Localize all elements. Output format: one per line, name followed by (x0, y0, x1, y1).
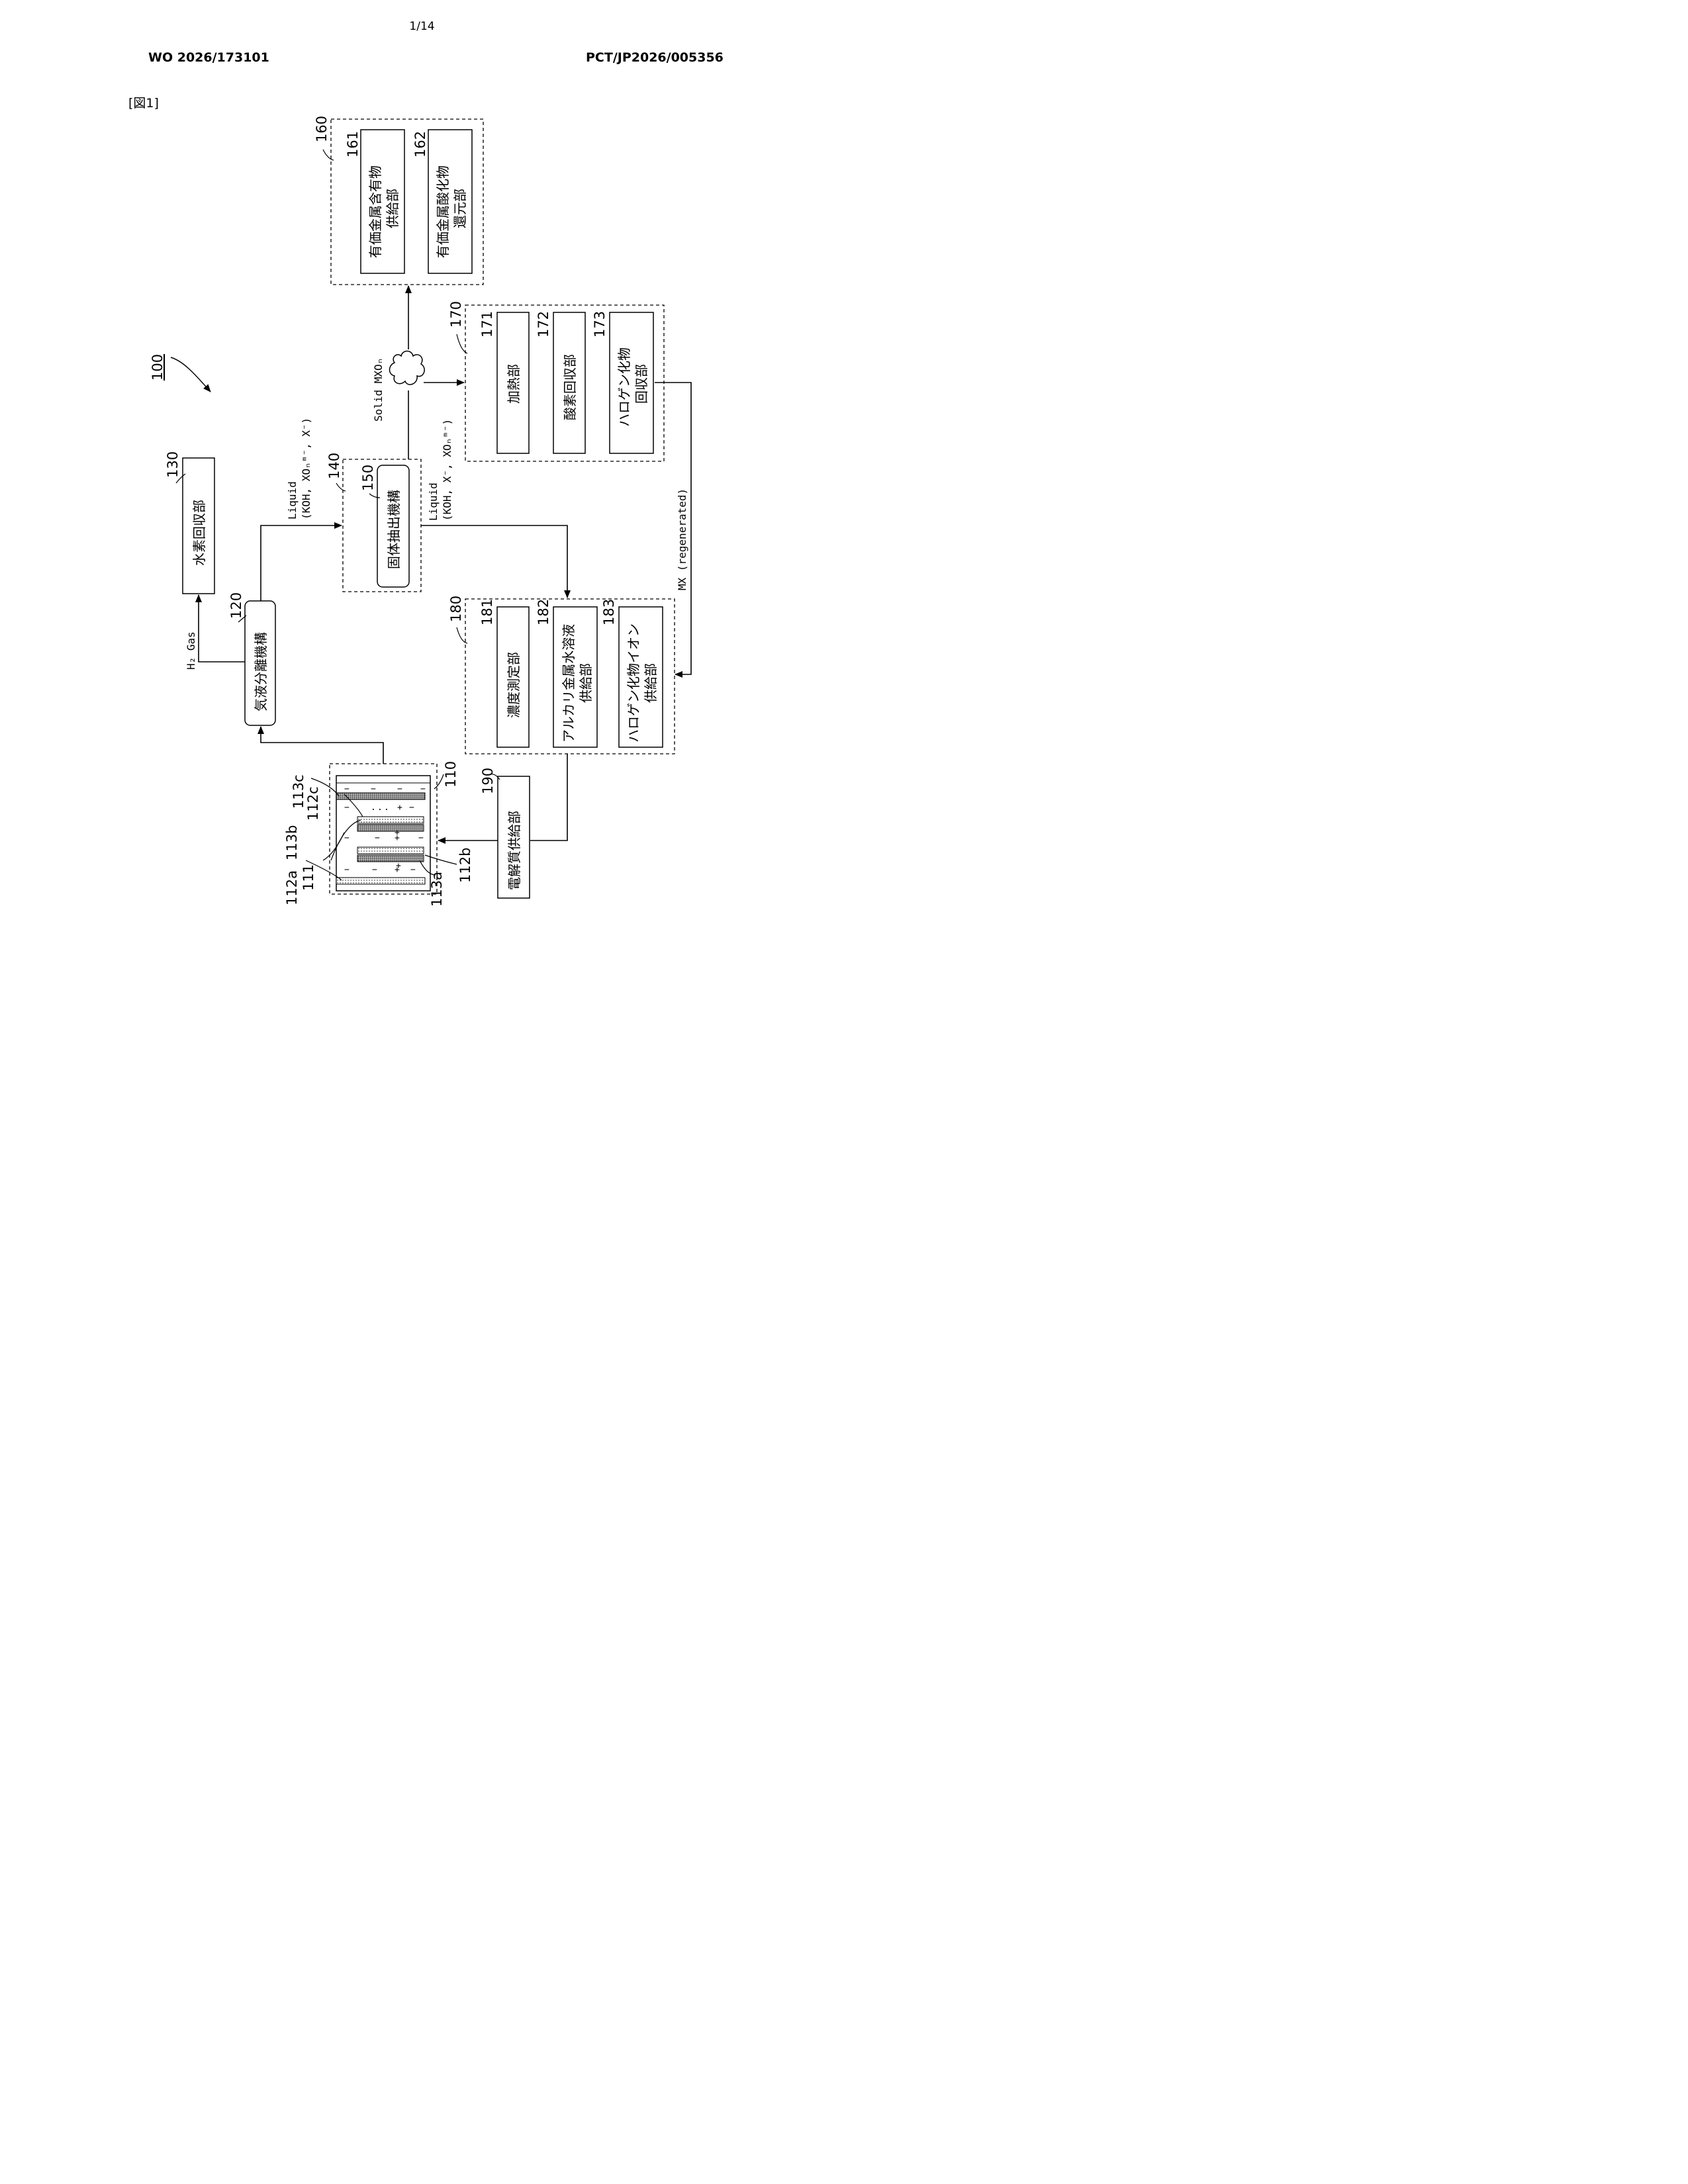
label-161-line2: 供給部 (385, 189, 400, 228)
svg-text:−: − (344, 865, 350, 875)
label-171: 加熱部 (506, 364, 522, 404)
label-162-line1: 有価金属酸化物 (435, 165, 451, 258)
ref-112c: 112c (305, 786, 321, 821)
ref-160: 160 (314, 116, 330, 142)
ref-162: 162 (412, 131, 428, 158)
label-183-line1: ハロゲン化物イオン (626, 623, 641, 743)
label-solid: Solid MXOₙ (372, 358, 385, 422)
label-150: 固体抽出機構 (386, 490, 402, 569)
svg-text:+: + (396, 861, 401, 871)
ref-110: 110 (443, 761, 459, 788)
flow-180-to-190 (530, 754, 567, 841)
ref-140-leader (336, 483, 346, 491)
label-162-line2: 還元部 (452, 189, 468, 228)
ref-180: 180 (448, 596, 464, 622)
gas-liquid-separator-120: 気液分離機構 120 (228, 592, 275, 725)
svg-text:+: + (395, 828, 400, 838)
svg-text:−: − (344, 833, 350, 843)
ref-112b: 112b (457, 848, 473, 883)
ref-150: 150 (360, 465, 376, 491)
ref-113b: 113b (284, 825, 300, 860)
svg-text:−: − (409, 803, 414, 813)
svg-text:+: + (397, 803, 402, 813)
ref-173: 173 (592, 311, 608, 338)
ref-183: 183 (601, 599, 617, 625)
label-130: 水素回収部 (191, 500, 207, 566)
label-173-line2: 回収部 (633, 364, 649, 404)
label-120: 気液分離機構 (253, 632, 269, 711)
electrode-112a (336, 878, 425, 884)
valuable-metal-group-160: 有価金属含有物 供給部 有価金属酸化物 還元部 160 161 162 (314, 116, 483, 285)
svg-text:−: − (344, 803, 350, 813)
svg-text:−: − (418, 833, 424, 843)
ref-170: 170 (448, 301, 464, 328)
supply-group-180: 濃度測定部 アルカリ金属水溶液 供給部 ハロゲン化物イオン 供給部 180 18… (448, 596, 675, 754)
label-182-line2: 供給部 (578, 663, 594, 703)
ref-160-leader (323, 150, 334, 160)
solid-product-cloud (390, 351, 425, 385)
svg-text:.: . (377, 803, 383, 813)
svg-text:−: − (410, 865, 416, 875)
label-190: 電解質供給部 (506, 811, 522, 890)
ref-140: 140 (326, 453, 342, 479)
system-100-label: 100 (150, 354, 211, 392)
electrode-113c (336, 793, 425, 799)
ref-171: 171 (479, 311, 495, 338)
label-liquid-top-species: (KOH, XOₙᵐ⁻, X⁻) (300, 418, 312, 520)
ref-113c: 113c (291, 774, 306, 809)
flow-liquid-top (261, 525, 342, 601)
system-diagram: 100 −−−− −...+− −−+− −−+− ++ (0, 0, 844, 1092)
system-ref: 100 (150, 354, 165, 381)
svg-text:−: − (397, 784, 402, 794)
flow-liquid-bottom (421, 525, 567, 598)
label-h2-gas: H₂ Gas (185, 631, 197, 670)
electrode-112b (357, 847, 424, 854)
ref-111: 111 (301, 864, 316, 891)
solid-extraction-140: 固体抽出機構 140 150 (326, 453, 421, 592)
label-liquid-top: Liquid (286, 481, 299, 520)
electrode-113b (357, 825, 424, 831)
recovery-group-170: 加熱部 酸素回収部 ハロゲン化物 回収部 170 171 172 173 (448, 301, 664, 461)
ref-130: 130 (165, 451, 181, 478)
ref-112a: 112a (284, 870, 300, 905)
electrode-113a (357, 855, 424, 862)
svg-text:−: − (420, 784, 426, 794)
label-172: 酸素回収部 (562, 354, 578, 420)
electrolysis-cell-110: −−−− −...+− −−+− −−+− ++ 113c 112c 113b … (284, 761, 473, 907)
label-mx-regenerated: MX (regenerated) (676, 488, 688, 590)
label-183-line2: 供給部 (643, 663, 659, 703)
svg-text:−: − (371, 784, 376, 794)
electrolyte-supply-190: 電解質供給部 190 (480, 768, 530, 898)
label-173-line1: ハロゲン化物 (616, 347, 632, 427)
label-161-line1: 有価金属含有物 (367, 165, 383, 258)
electrode-112c (357, 817, 424, 823)
ref-190: 190 (480, 768, 496, 794)
ref-113a: 113a (429, 872, 445, 907)
svg-text:.: . (371, 803, 376, 813)
svg-text:−: − (372, 865, 377, 875)
ref-110-leader (434, 774, 444, 789)
system-ref-leader (171, 357, 211, 392)
hydrogen-recovery-130: 水素回収部 130 (165, 451, 214, 594)
ref-181: 181 (479, 599, 495, 625)
label-liquid-bottom-species: (KOH, X⁻, XOₙᵐ⁻) (441, 419, 453, 521)
svg-text:−: − (344, 784, 350, 794)
label-liquid-bottom: Liquid (427, 482, 440, 521)
ref-161: 161 (345, 131, 361, 158)
flow-cell-to-separator (261, 727, 383, 764)
ref-172: 172 (536, 311, 551, 338)
svg-text:−: − (375, 833, 380, 843)
label-182-line1: アルカリ金属水溶液 (561, 624, 577, 743)
svg-text:.: . (384, 803, 389, 813)
ref-120: 120 (228, 592, 244, 619)
ref-182: 182 (536, 599, 551, 625)
label-181: 濃度測定部 (506, 652, 522, 718)
